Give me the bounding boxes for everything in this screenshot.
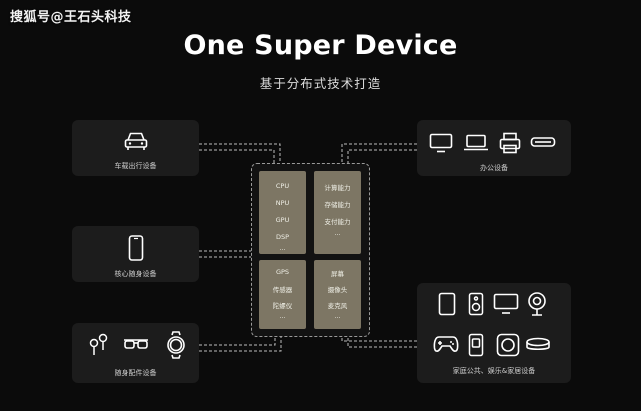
chip-compute-units: CPU NPU GPU DSP ... xyxy=(259,171,306,254)
connector-car-2 xyxy=(199,149,275,163)
glasses-icon xyxy=(123,337,149,351)
card-car-label: 车载出行设备 xyxy=(114,162,157,170)
projector-icon xyxy=(530,136,556,150)
sensor-item: ... xyxy=(279,312,286,320)
smart-hub-icon xyxy=(525,337,551,353)
capability-item: 支付能力 xyxy=(324,218,351,226)
smartphone-icon xyxy=(128,235,144,261)
io-item: 麦克风 xyxy=(327,302,348,310)
connector-office-2 xyxy=(347,149,417,163)
smartwatch-icon xyxy=(166,331,186,359)
printer-icon xyxy=(499,132,521,154)
io-item: 屏幕 xyxy=(331,270,344,278)
page-title: One Super Device xyxy=(183,30,458,61)
compute-item: NPU xyxy=(275,199,290,207)
compute-item: ... xyxy=(279,244,286,252)
connector-office xyxy=(341,143,417,163)
monitor-icon xyxy=(429,133,453,153)
watermark: 搜狐号@王石头科技 xyxy=(10,10,132,25)
card-home-label: 家庭公共、娱乐&家居设备 xyxy=(452,367,536,375)
gamepad-icon xyxy=(433,335,459,353)
core-device-block: CPU NPU GPU DSP ... 计算能力 存储能力 支付能力 ... G… xyxy=(251,163,370,337)
card-wearable-label: 随身配件设备 xyxy=(114,369,157,377)
coffee-machine-icon xyxy=(468,333,484,357)
card-car-devices: 车载出行设备 xyxy=(72,120,199,176)
card-office-label: 办公设备 xyxy=(480,164,508,172)
compute-item: GPU xyxy=(275,216,290,224)
car-icon xyxy=(123,130,149,152)
robot-vacuum-icon xyxy=(496,333,520,357)
chip-io: 屏幕 摄像头 麦克风 ... xyxy=(314,260,361,329)
connector-wearables-2 xyxy=(199,335,282,352)
page-subtitle: 基于分布式技术打造 xyxy=(259,76,382,91)
earbuds-icon xyxy=(88,331,110,359)
connector-car xyxy=(199,143,281,163)
speaker-icon xyxy=(468,292,484,316)
camera-icon xyxy=(527,291,547,317)
capability-item: 存储能力 xyxy=(324,201,351,209)
tv-icon xyxy=(493,293,519,315)
card-wearable-devices: 随身配件设备 xyxy=(72,323,199,383)
io-item: ... xyxy=(334,312,341,320)
compute-item: DSP xyxy=(275,233,290,241)
card-office-devices: 办公设备 xyxy=(417,120,571,176)
card-core-devices: 核心随身设备 xyxy=(72,226,199,282)
io-item: 摄像头 xyxy=(327,286,348,294)
sensor-item: GPS xyxy=(275,268,290,276)
chip-capabilities: 计算能力 存储能力 支付能力 ... xyxy=(314,171,361,254)
capability-item: ... xyxy=(334,229,341,237)
card-home-devices: 家庭公共、娱乐&家居设备 xyxy=(417,283,571,383)
chip-sensors: GPS 传感器 陀螺仪 ... xyxy=(259,260,306,329)
card-core-label: 核心随身设备 xyxy=(114,270,157,278)
compute-item: CPU xyxy=(275,182,290,190)
sensor-item: 传感器 xyxy=(272,286,293,294)
sensor-item: 陀螺仪 xyxy=(272,302,293,310)
laptop-icon xyxy=(463,134,489,152)
tablet-icon xyxy=(438,292,456,316)
capability-item: 计算能力 xyxy=(324,184,351,192)
